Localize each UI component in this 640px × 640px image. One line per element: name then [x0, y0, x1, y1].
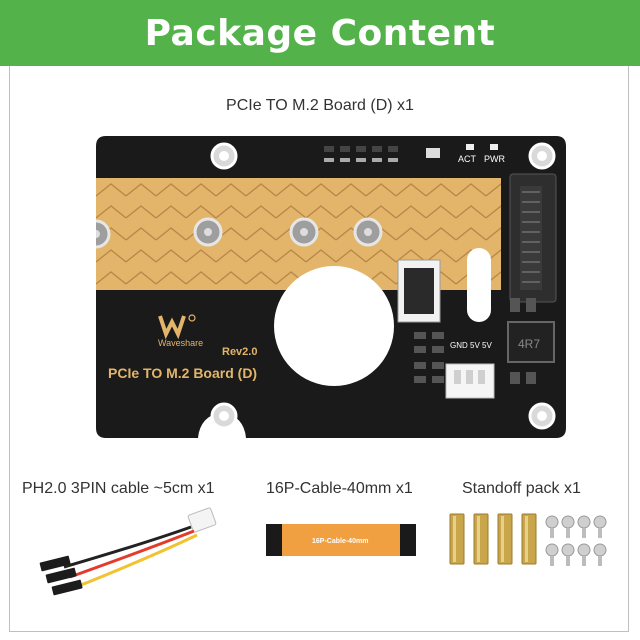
brand-text: Waveshare [158, 338, 203, 348]
ph2-cable-image [39, 507, 217, 596]
led-pwr-label: PWR [484, 154, 505, 164]
header-banner: Package Content [0, 0, 640, 66]
board-silkscreen-name: PCIe TO M.2 Board (D) [108, 365, 257, 381]
content-frame [9, 66, 629, 632]
cable-label: PH2.0 3PIN cable ~5cm x1 [22, 480, 215, 497]
standoff-pack-label: Standoff pack x1 [462, 480, 581, 497]
inductor-code: 4R7 [518, 337, 540, 351]
standoff-pack-image [449, 513, 607, 566]
fpc-cable-image: 16P-Cable-40mm [266, 524, 416, 556]
revision-text: Rev2.0 [222, 346, 257, 358]
page-title: Package Content [144, 12, 496, 54]
led-act-label: ACT [458, 154, 477, 164]
pin-labels: GND 5V 5V [450, 341, 492, 350]
waveshare-logo-icon [158, 314, 196, 340]
fpc-print-text: 16P-Cable-40mm [312, 538, 368, 545]
fpc-cable-label: 16P-Cable-40mm x1 [266, 480, 413, 497]
pcie-m2-board-image: ACT PWR 4R7 GND 5V 5V Waveshare Rev2.0 P… [96, 136, 566, 438]
board-label: PCIe TO M.2 Board (D) x1 [226, 97, 414, 114]
